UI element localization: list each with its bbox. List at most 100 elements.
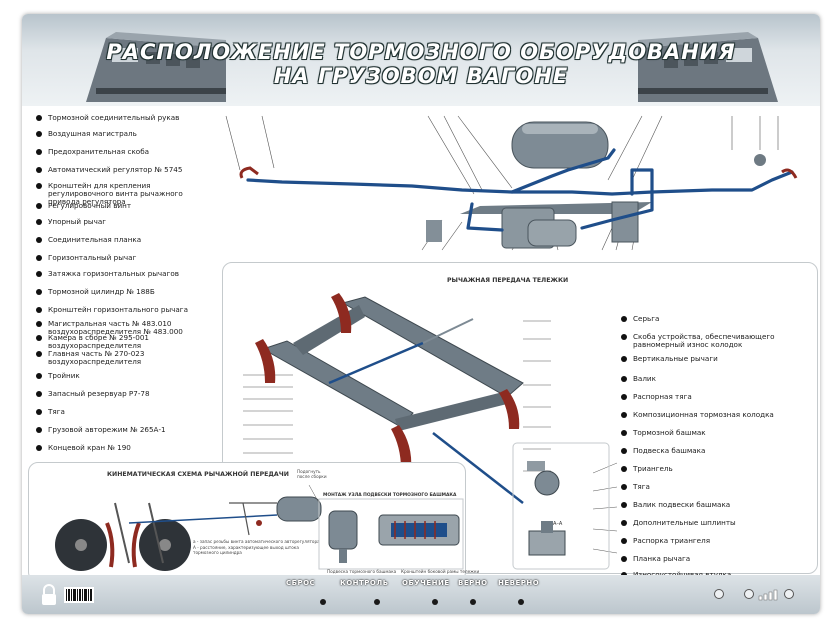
list-bullet-icon	[36, 115, 42, 121]
control-bar: СБРОС КОНТРОЛЬ ОБУЧЕНИЕ ВЕРНО НЕВЕРНО	[22, 575, 820, 614]
list-bullet-icon	[621, 316, 627, 322]
list-bullet-icon	[621, 556, 627, 562]
kinematic-note-a: а - запас резьбы винта автоматического а…	[193, 539, 320, 544]
learn-indicator	[432, 599, 438, 605]
left-list-label: Грузовой авторежим № 265А-1	[48, 425, 166, 434]
left-list-label: Концевой кран № 190	[48, 443, 131, 452]
list-bullet-icon	[36, 203, 42, 209]
barcode-icon	[64, 587, 94, 603]
left-list-label: Воздушная магистраль	[48, 129, 137, 138]
right-list-label: Композиционная тормозная колодка	[633, 410, 774, 419]
volume-icon[interactable]	[758, 587, 780, 601]
list-bullet-icon	[621, 484, 627, 490]
list-bullet-icon	[36, 289, 42, 295]
right-list-label: Износоустойчивая втулка	[633, 571, 809, 579]
right-list-label: Подвеска башмака	[633, 446, 706, 455]
list-bullet-icon	[621, 394, 627, 400]
list-bullet-icon	[36, 237, 42, 243]
right-list-label: Тяга	[633, 482, 650, 491]
list-bullet-icon	[36, 427, 42, 433]
left-list-label: Тормозной соединительный рукав	[48, 113, 180, 122]
left-list-label: Упорный рычаг	[48, 217, 107, 226]
left-list-label: Предохранительная скоба	[48, 147, 150, 156]
list-bullet-icon	[621, 466, 627, 472]
list-bullet-icon	[36, 183, 42, 189]
list-bullet-icon	[621, 448, 627, 454]
list-bullet-icon	[36, 321, 42, 327]
right-list-label: Тормозной башмак	[633, 428, 706, 437]
check-indicator	[374, 599, 380, 605]
left-list-label: Магистральная часть № 483.010 воздухорас…	[48, 319, 183, 336]
poster-frame: РАСПОЛОЖЕНИЕ ТОРМОЗНОГО ОБОРУДОВАНИЯ НА …	[22, 14, 820, 614]
wrong-indicator	[518, 599, 524, 605]
right-list-label: Планка рычага	[633, 554, 691, 563]
page-title-line2: НА ГРУЗОВОМ ВАГОНЕ	[273, 64, 569, 88]
right-list-label: Триангель	[633, 464, 673, 473]
right-list-label: Дополнительные шплинты	[633, 518, 736, 527]
right-list-label: Распорка триангеля	[633, 536, 711, 545]
left-list-label: Главная часть № 270-023 воздухораспредел…	[48, 349, 145, 366]
wagon-brake-diagram	[225, 115, 798, 251]
mount-caption-left: Подвеска тормозного башмака	[327, 569, 397, 574]
list-bullet-icon	[621, 520, 627, 526]
list-bullet-icon	[621, 430, 627, 436]
locomotive-right-image	[638, 32, 778, 102]
kinematic-note-b: А - расстояние, характеризующее выход шт…	[193, 545, 299, 555]
list-bullet-icon	[621, 376, 627, 382]
list-bullet-icon	[36, 271, 42, 277]
list-bullet-icon	[36, 373, 42, 379]
list-bullet-icon	[621, 356, 627, 362]
settings-icon[interactable]	[784, 589, 794, 599]
page-title-line1: РАСПОЛОЖЕНИЕ ТОРМОЗНОГО ОБОРУДОВАНИЯ	[106, 40, 736, 64]
section-label: А–А	[553, 521, 563, 527]
list-bullet-icon	[36, 149, 42, 155]
list-bullet-icon	[36, 307, 42, 313]
locomotive-left-image	[86, 32, 226, 102]
lock-icon[interactable]	[40, 583, 58, 607]
header-banner: РАСПОЛОЖЕНИЕ ТОРМОЗНОГО ОБОРУДОВАНИЯ НА …	[22, 14, 820, 106]
list-bullet-icon	[36, 167, 42, 173]
left-list-label: Камера в сборе № 295-001 воздухораспреде…	[48, 333, 149, 350]
correct-button[interactable]: ВЕРНО	[458, 579, 488, 587]
right-list-label: Валик подвески башмака	[633, 500, 731, 509]
bogie-panel-title: РЫЧАЖНАЯ ПЕРЕДАЧА ТЕЛЕЖКИ	[447, 277, 569, 284]
kinematic-panel-title: КИНЕМАТИЧЕСКАЯ СХЕМА РЫЧАЖНОЙ ПЕРЕДАЧИ	[107, 471, 289, 478]
list-bullet-icon	[621, 538, 627, 544]
list-bullet-icon	[621, 334, 627, 340]
mount-callout: Подогнуть после сборки	[297, 469, 327, 479]
list-bullet-icon	[36, 255, 42, 261]
left-list-label: Соединительная планка	[48, 235, 142, 244]
left-list-label: Тройник	[48, 371, 80, 380]
check-button[interactable]: КОНТРОЛЬ	[340, 579, 389, 587]
reset-indicator	[320, 599, 326, 605]
right-list-label: Вертикальные рычаги	[633, 354, 718, 363]
right-list-label: Распорная тяга	[633, 392, 692, 401]
list-bullet-icon	[36, 351, 42, 357]
left-list-label: Тяга	[48, 407, 65, 416]
power-icon[interactable]	[744, 589, 754, 599]
list-bullet-icon	[621, 502, 627, 508]
indicator-ring-icon[interactable]	[714, 589, 724, 599]
reset-button[interactable]: СБРОС	[286, 579, 316, 587]
left-list-label: Тормозной цилиндр № 188Б	[48, 287, 155, 296]
right-list-label: Валик	[633, 374, 656, 383]
wrong-button[interactable]: НЕВЕРНО	[498, 579, 540, 587]
bogie-diagram: А–А	[243, 293, 618, 570]
mount-caption-right: Кронштейн боковой рамы тележки	[401, 569, 480, 574]
list-bullet-icon	[36, 335, 42, 341]
list-bullet-icon	[36, 409, 42, 415]
list-bullet-icon	[36, 131, 42, 137]
list-bullet-icon	[36, 445, 42, 451]
left-list-label: Затяжка горизонтальных рычагов	[48, 269, 179, 278]
right-list-label: Скоба устройства, обеспечивающего равном…	[633, 332, 775, 349]
list-bullet-icon	[621, 412, 627, 418]
left-list-label: Запасный резервуар Р7-78	[48, 389, 150, 398]
kinematic-panel: КИНЕМАТИЧЕСКАЯ СХЕМА РЫЧАЖНОЙ ПЕРЕДАЧИ М…	[28, 462, 479, 582]
kinematic-diagram	[55, 484, 464, 571]
left-list-label: Регулировочный винт	[48, 201, 132, 210]
left-list-label: Автоматический регулятор № 5745	[48, 165, 183, 174]
left-list-label: Кронштейн горизонтального рычага	[48, 305, 188, 314]
correct-indicator	[470, 599, 476, 605]
learn-button[interactable]: ОБУЧЕНИЕ	[402, 579, 450, 587]
list-bullet-icon	[36, 391, 42, 397]
